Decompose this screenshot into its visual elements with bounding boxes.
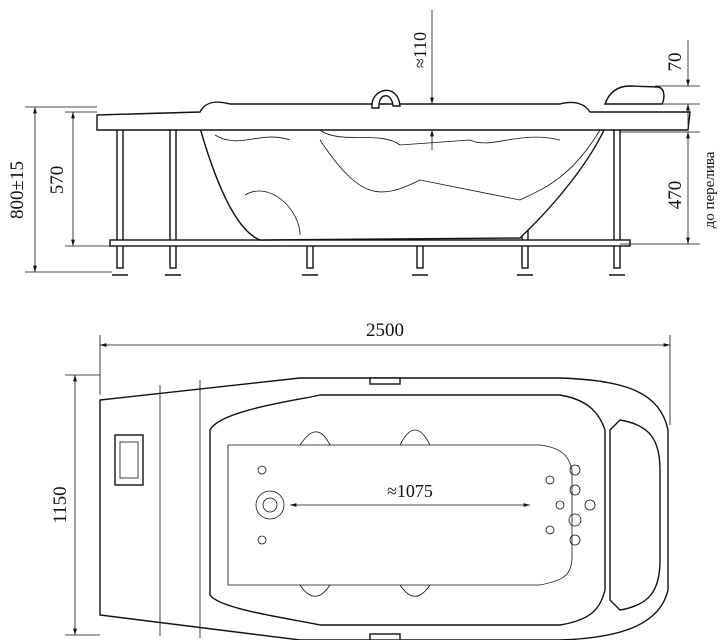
- dim-handle-height-label: ≈110: [410, 32, 430, 68]
- control-panel: [114, 434, 144, 486]
- dim-length-label: 2500: [366, 320, 404, 341]
- dimension-lines: [65, 335, 671, 636]
- overflow-note: до перелива: [702, 151, 718, 228]
- top-view: 2500 1150 ≈1075: [50, 320, 671, 640]
- dim-width-label: 1150: [50, 486, 71, 523]
- headrest-top: [609, 419, 661, 611]
- jets: [255, 464, 596, 546]
- bowl-profile: [199, 127, 607, 241]
- dim-bowl-depth-label: 570: [47, 166, 68, 195]
- dim-total-height-label: 800±15: [7, 161, 28, 219]
- dim-inner-length-label: ≈1075: [387, 481, 433, 501]
- dim-overflow-height-label: 470: [665, 181, 686, 210]
- grab-handle: [371, 89, 401, 109]
- headrest: [604, 85, 665, 105]
- bowl-outline: [209, 394, 606, 626]
- dimension-lines: [25, 10, 700, 273]
- tub-rim: [96, 101, 691, 131]
- support-frame: [109, 239, 631, 247]
- top-handle: [369, 377, 401, 385]
- side-view: 800±15 570 ≈110 70 470 до перелива: [7, 10, 718, 276]
- dim-headrest-height-label: 70: [665, 53, 686, 72]
- bottom-handle: [369, 633, 401, 640]
